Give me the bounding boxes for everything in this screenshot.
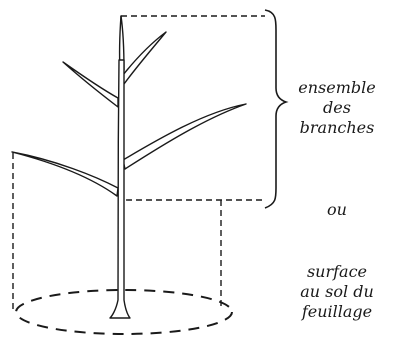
label-branches-line-2: des <box>282 98 392 118</box>
branch-right-upper <box>123 32 166 84</box>
branch-right-lower <box>123 104 246 169</box>
label-foliage-line-1: surface <box>282 262 392 282</box>
label-or: ou <box>282 200 392 220</box>
label-foliage-line-3: feuillage <box>282 302 392 322</box>
branch-left-upper <box>63 62 118 107</box>
label-branches-line-1: ensemble <box>282 78 392 98</box>
label-branches-line-3: branches <box>282 118 392 138</box>
label-or-text: ou <box>282 200 392 220</box>
branch-left-lower <box>12 152 118 196</box>
label-foliage-line-2: au sol du <box>282 282 392 302</box>
label-branches: ensemble des branches <box>282 78 392 138</box>
label-foliage: surface au sol du feuillage <box>282 262 392 322</box>
tree-shape <box>12 16 246 318</box>
